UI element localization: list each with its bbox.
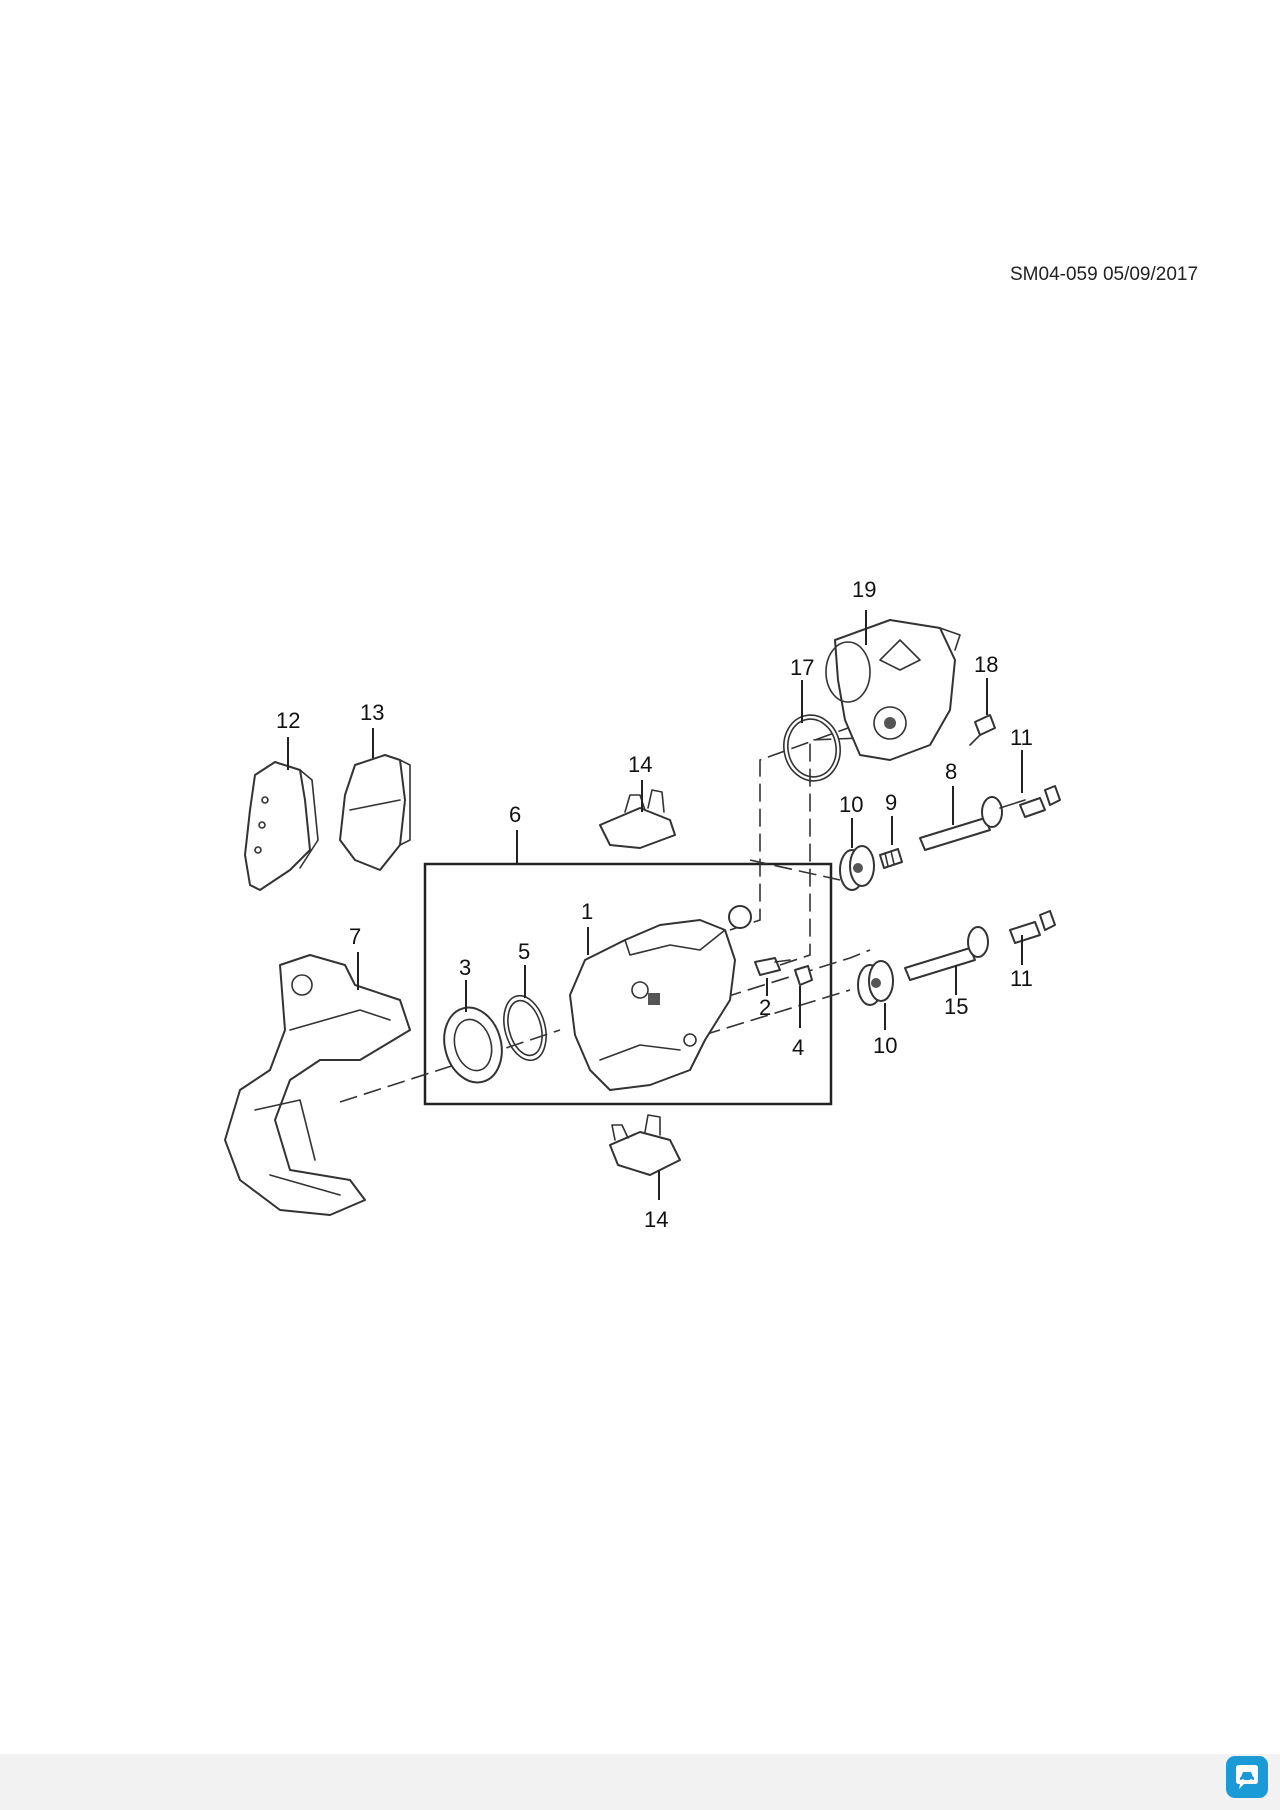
guide-bolt-lower: [1009, 910, 1056, 944]
pad-spring-clip-lower: [609, 1114, 681, 1176]
callout-1: 1: [581, 899, 593, 924]
callout-3: 3: [459, 955, 471, 980]
callout-labels: 12 13 14 6 7 3 5 1 2 4 14 17 19 18 11 8 …: [276, 577, 1033, 1232]
callout-15: 15: [944, 994, 968, 1019]
car-chat-icon: [1236, 1765, 1258, 1789]
callout-10-lower: 10: [873, 1033, 897, 1058]
callout-11-upper: 11: [1010, 725, 1033, 750]
leader-lines: [287, 610, 1023, 1200]
guide-bushing-lower: [857, 960, 894, 1006]
bleeder-screw: [754, 957, 791, 976]
caliper-bracket: [224, 954, 411, 1216]
callout-19: 19: [852, 577, 876, 602]
callout-11-lower: 11: [1010, 966, 1033, 991]
guide-pin-sleeve: [879, 848, 903, 869]
motor-seal-ring: [783, 714, 841, 782]
callout-14-upper: 14: [628, 752, 652, 777]
callout-10-upper: 10: [839, 792, 863, 817]
motor-bolt: [969, 714, 996, 746]
pad-spring-clip-upper: [599, 789, 676, 849]
document-id-date: SM04-059 05/09/2017: [1010, 264, 1198, 285]
parking-brake-motor: [825, 619, 961, 761]
callout-13: 13: [360, 700, 384, 725]
car-service-app-icon[interactable]: [1226, 1756, 1268, 1798]
callout-9: 9: [885, 790, 897, 815]
footer-bar: [0, 1754, 1280, 1810]
callout-18: 18: [974, 652, 998, 677]
callout-12: 12: [276, 708, 300, 733]
caliper-housing: [569, 905, 752, 1091]
callout-5: 5: [518, 939, 530, 964]
callout-6: 6: [509, 802, 521, 827]
callout-14-lower: 14: [644, 1207, 668, 1232]
outer-brake-pad: [339, 754, 411, 871]
callout-4: 4: [792, 1035, 804, 1060]
callout-2: 2: [759, 995, 771, 1020]
callout-17: 17: [790, 655, 814, 680]
bleeder-cap: [794, 965, 813, 986]
guide-bushing-upper: [839, 845, 875, 891]
callout-7: 7: [349, 924, 361, 949]
guide-bolt-upper: [1019, 785, 1061, 818]
caliper-assembly-box: [423, 862, 833, 1106]
callout-8: 8: [945, 759, 957, 784]
guide-pin-upper: [919, 796, 1026, 851]
dust-boot-ring: [503, 994, 547, 1062]
inner-brake-pad: [244, 761, 319, 891]
guide-pin-lower: [904, 926, 989, 981]
piston-seal: [443, 1006, 503, 1084]
